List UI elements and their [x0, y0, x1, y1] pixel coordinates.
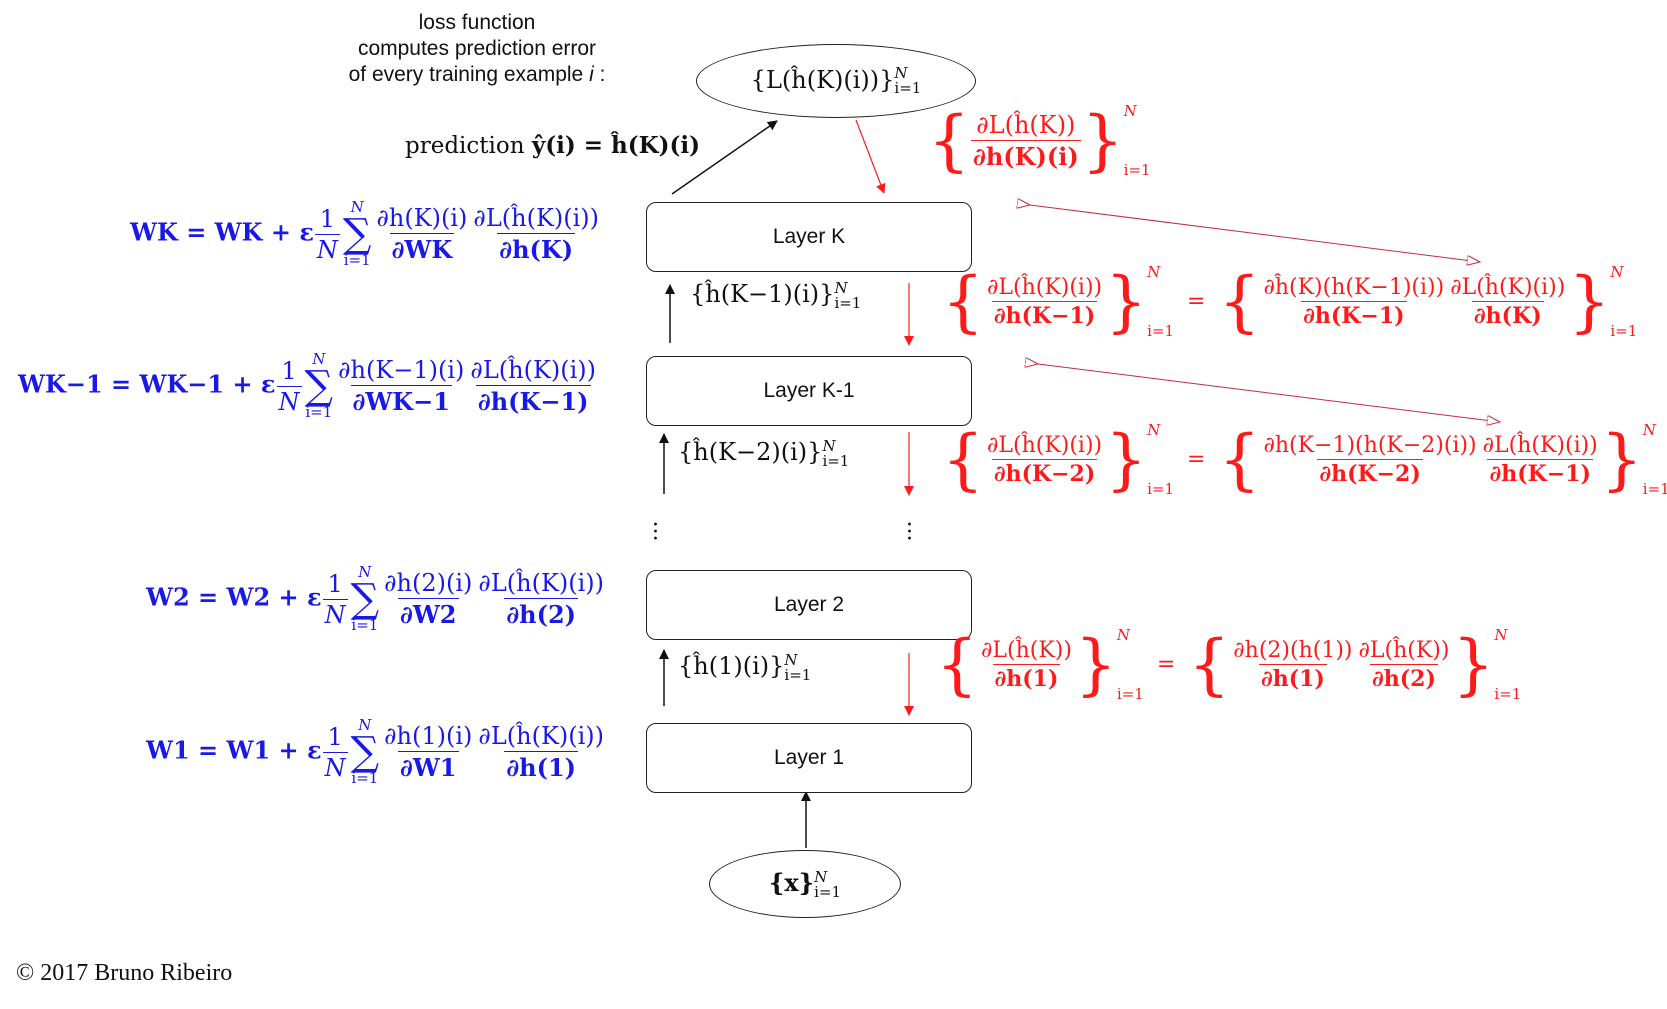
prediction-label: prediction ŷ(i) = ĥ(K)(i)	[405, 132, 701, 159]
layer-2-label: Layer 2	[773, 593, 845, 616]
copyright-text: © 2017 Bruno Ribeiro	[16, 960, 233, 986]
caption-line-3: of every training example i :	[348, 63, 606, 86]
loss-caption: loss function computes prediction error …	[312, 10, 642, 88]
layer-1-box[interactable]: Layer 1	[646, 723, 972, 793]
link-arrow-mid	[1038, 364, 1500, 422]
layer-2-box[interactable]: Layer 2	[646, 570, 972, 640]
layer-k-minus-1-label: Layer K-1	[763, 379, 855, 402]
layer-k-box[interactable]: Layer K	[646, 202, 972, 272]
layer-k-label: Layer K	[772, 225, 846, 248]
ellipsis-backward: ···	[906, 513, 913, 552]
layer-k-minus-1-box[interactable]: Layer K-1	[646, 356, 972, 426]
ellipsis-forward: ···	[652, 513, 659, 552]
link-arrow-top	[1030, 205, 1480, 262]
forward-arrow-prediction	[671, 120, 778, 195]
layer-1-label: Layer 1	[773, 746, 845, 769]
caption-line-2: computes prediction error	[357, 37, 597, 60]
caption-line-1: loss function	[418, 11, 536, 34]
backward-arrow-loss	[855, 119, 886, 194]
